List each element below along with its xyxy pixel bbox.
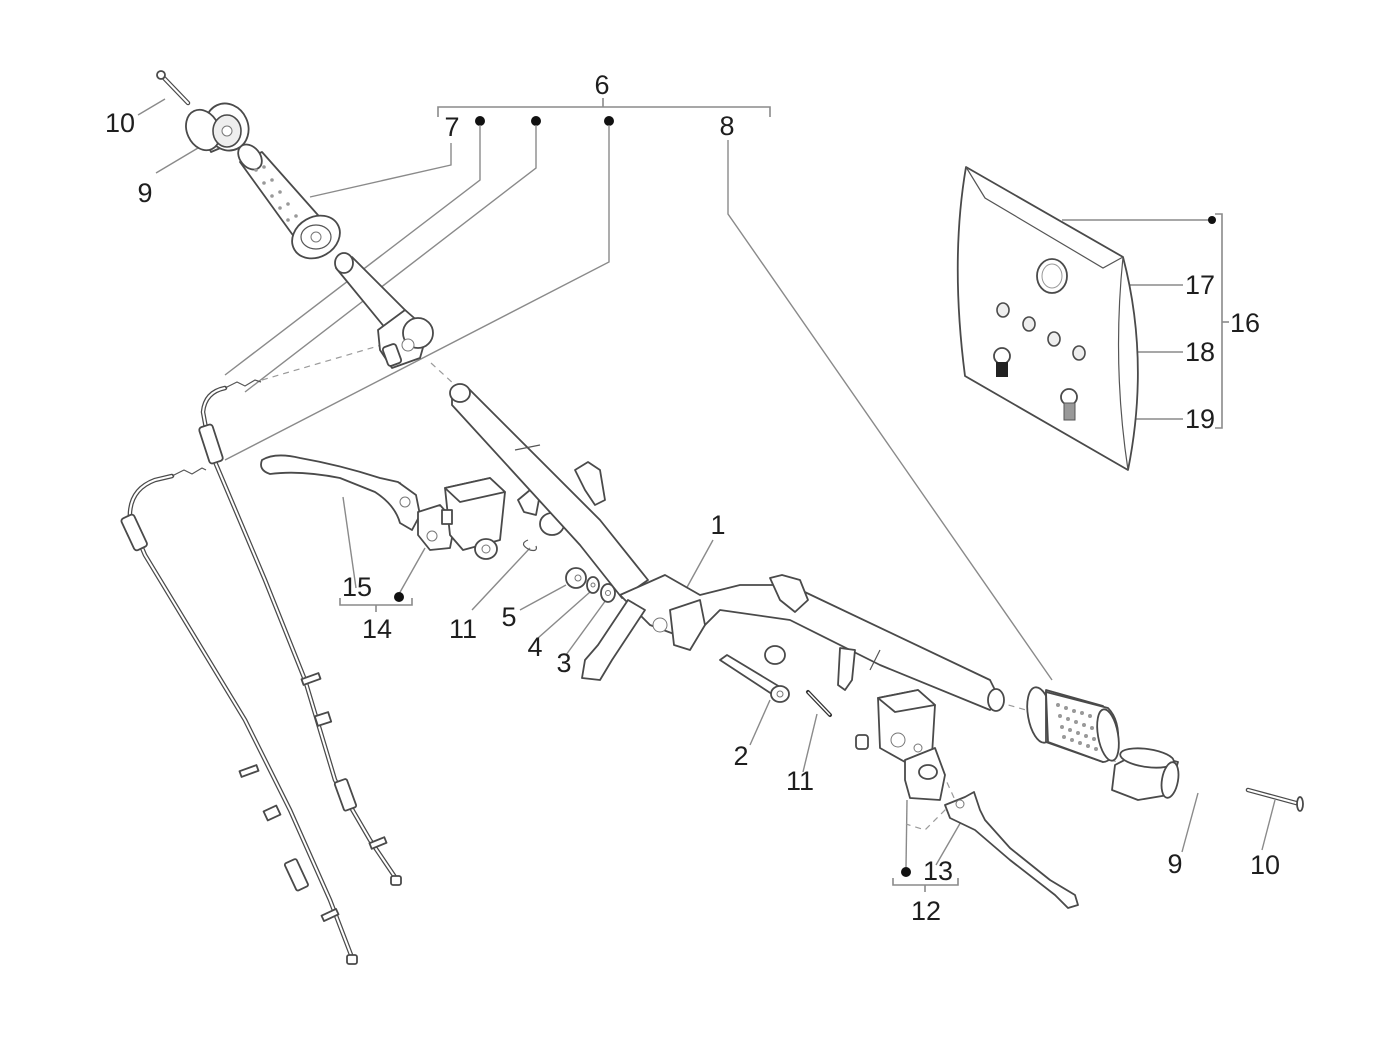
callout-labels: 6 7 8 10 9 17 16 18 19 1 15 14 11 5 4 3 … — [105, 70, 1280, 926]
callout-4[interactable]: 4 — [527, 632, 542, 662]
callout-19[interactable]: 19 — [1185, 404, 1215, 434]
bolt-2[interactable] — [719, 654, 790, 703]
callout-17[interactable]: 17 — [1185, 270, 1215, 300]
right-brake-lever[interactable] — [944, 791, 1079, 909]
left-clip-11[interactable] — [522, 539, 537, 552]
callout-6[interactable]: 6 — [594, 70, 609, 100]
callout-16[interactable]: 16 — [1230, 308, 1260, 338]
callout-15[interactable]: 15 — [342, 572, 372, 602]
callout-1[interactable]: 1 — [710, 510, 725, 540]
left-master-cylinder[interactable] — [417, 477, 506, 560]
nut-5[interactable] — [565, 567, 587, 589]
kit-marker-dot — [1208, 216, 1216, 224]
kit-marker-dot — [475, 116, 485, 126]
kit-marker-dot — [531, 116, 541, 126]
bar-end-screw-right[interactable] — [1245, 787, 1304, 812]
right-clip-11[interactable] — [806, 690, 832, 717]
washer-4[interactable] — [586, 576, 600, 594]
callout-14[interactable]: 14 — [362, 614, 392, 644]
seal-ring-17[interactable] — [1036, 258, 1068, 294]
kit-marker-dot — [901, 867, 911, 877]
washer-3[interactable] — [600, 583, 616, 603]
group-bracket-6 — [437, 98, 771, 126]
washers-18[interactable] — [996, 302, 1086, 361]
bar-end-weight-left[interactable] — [180, 96, 257, 157]
callout-8[interactable]: 8 — [719, 111, 734, 141]
handlebar[interactable] — [449, 383, 1005, 712]
callout-11-right[interactable]: 11 — [786, 766, 814, 796]
callout-2[interactable]: 2 — [733, 741, 748, 771]
banjo-bolt-19[interactable] — [1060, 388, 1078, 421]
grip-texture — [1056, 703, 1098, 751]
fittings-kit-bag[interactable] — [956, 166, 1139, 471]
callout-12[interactable]: 12 — [911, 896, 941, 926]
callout-7[interactable]: 7 — [444, 112, 459, 142]
callout-9-left[interactable]: 9 — [137, 178, 152, 208]
callout-18[interactable]: 18 — [1185, 337, 1215, 367]
callout-5[interactable]: 5 — [501, 602, 516, 632]
callout-10-left[interactable]: 10 — [105, 108, 135, 138]
right-master-cylinder[interactable] — [855, 689, 946, 801]
left-grip[interactable] — [233, 140, 347, 267]
right-grip[interactable] — [1023, 685, 1122, 763]
throttle-twistgrip[interactable] — [334, 252, 434, 369]
left-brake-lever[interactable] — [260, 454, 421, 531]
throttle-cable-left[interactable] — [120, 467, 358, 965]
throttle-cable-right[interactable] — [198, 379, 402, 886]
callout-11-left[interactable]: 11 — [449, 614, 477, 644]
kit-marker-dot — [394, 592, 404, 602]
callout-13[interactable]: 13 — [923, 856, 953, 886]
callout-10-right[interactable]: 10 — [1250, 850, 1280, 880]
bolt-in-kit[interactable] — [993, 347, 1011, 377]
callout-3[interactable]: 3 — [556, 648, 571, 678]
kit-marker-dot — [604, 116, 614, 126]
callout-9-right[interactable]: 9 — [1167, 849, 1182, 879]
bar-end-weight-right[interactable] — [1111, 745, 1181, 801]
bar-end-screw-left[interactable] — [156, 70, 191, 106]
